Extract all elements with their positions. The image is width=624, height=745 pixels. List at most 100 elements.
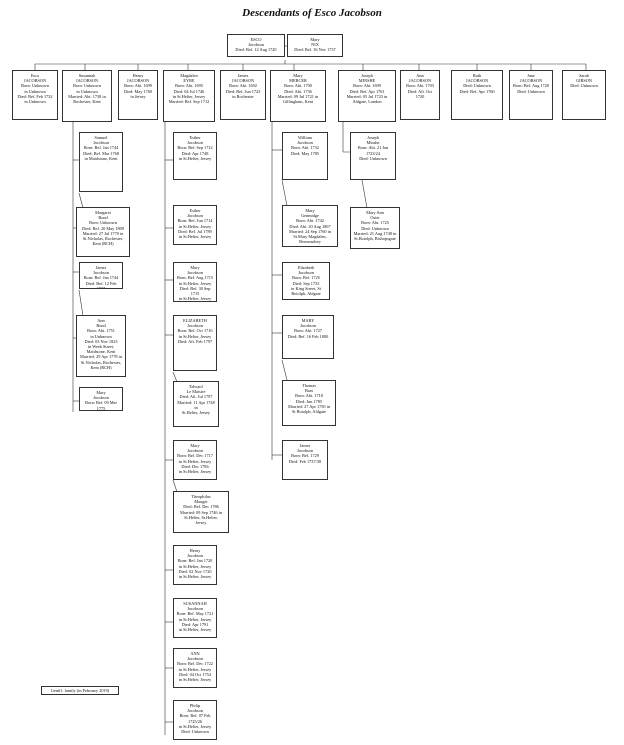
person-details: Born: Bef. Dec 1717 in St.Helier, Jersey… xyxy=(177,453,213,475)
person-name: MARY Jacobson xyxy=(300,318,316,329)
person-name: ANN Jacobson xyxy=(187,651,203,662)
person-details: Born: Bef. Oct 1716 in St.Helier, Jersey… xyxy=(177,328,213,344)
person-details: Born: Abt. 1692 Died: Bef. Jun 1723 in R… xyxy=(225,83,261,99)
person-details: Born: Bef. 1729 Died: Feb 1737/38 xyxy=(288,453,322,464)
person-details: Born: Bef. May 1721 in St.Helier, Jersey… xyxy=(176,611,214,633)
person-name: Mary Jacobson xyxy=(187,265,203,276)
person-name: James JACOBSON xyxy=(231,73,255,84)
person-details: Born: Abt. 1700 Died: Abt. 1736 Married:… xyxy=(277,83,319,105)
person-details: Born: Bef. Jan 1744 Died: Bef. 12 Feb 18… xyxy=(83,275,119,289)
person-name: Mary MERCER xyxy=(289,73,307,84)
person-details: Born: Bef. Aug 1715 in St.Helier, Jersey… xyxy=(176,275,214,302)
person-details: Born: Unknown Died: Bef. 20 May 1809 Mar… xyxy=(82,220,124,247)
person-details: Born: Bef. Jun 1714 in St.Helier, Jersey… xyxy=(177,218,213,240)
person-name: Mary Ann Oster xyxy=(366,210,384,221)
person-name: Sarah GIBSON xyxy=(576,73,592,84)
person-details: Born: Abt. 1751 in Unknown Died: 03 Nov … xyxy=(79,328,122,370)
person-name: Edward Le Maistre xyxy=(186,384,206,395)
person-name: Margaret Bond xyxy=(95,210,111,221)
person-details: Born: Bef. Aug 1720 Died: Unknown xyxy=(512,83,550,94)
person-details: Born: Unknown in Unknown Married: Abt. 1… xyxy=(68,83,106,105)
person-details: Died: Bef. 12 Aug 1720 xyxy=(235,47,277,53)
person-details: Born: Abt. 1727 Died: Bef. 16 Feb 1800 xyxy=(287,328,329,339)
person-name: Jane JACOBSON xyxy=(519,73,543,84)
person-name: SUSANNAH Jacobson xyxy=(183,601,207,612)
person-name: ELIZABETH Jacobson xyxy=(183,318,207,329)
person-name: Henry JACOBSON xyxy=(126,73,150,84)
person-name: Samuel Jacobson xyxy=(93,135,109,146)
person-details: Born: Abt. 1742 Died: Abt. 20 Aug 1807 M… xyxy=(288,218,331,245)
person-name: Henry Jacobson xyxy=(187,548,203,559)
person-name: Ann JACOBSON xyxy=(408,73,432,84)
person-name: Esther Jacobson xyxy=(187,208,203,219)
person-details: Born: Abt. 1732 Died: May 1785 xyxy=(290,145,320,156)
person-name: Theophilus Mauger xyxy=(191,494,211,505)
person-name: Joseph Minshe xyxy=(366,135,380,146)
person-details: Died: Unknown Died: Bef. Apr 1760 xyxy=(459,83,495,94)
person-details: Born: Bef. 09 Mar 1775 Died: Unknown xyxy=(85,400,117,411)
person-name: Mary Jacobson xyxy=(187,443,203,454)
person-details: Born: Bef. Jan 1744 Died: Bef. Mar 1768 … xyxy=(83,145,119,161)
person-details: Died: Aft. Jul 1797 Married: 11 Apr 1748… xyxy=(177,394,215,416)
person-name: Philip Jacobson xyxy=(187,703,203,714)
person-name: Thomas Bass xyxy=(302,383,316,394)
person-details: Born: Abt. 1699 Died: May 1760 in Jersey xyxy=(123,83,153,99)
person-details: Born: Abt. 1695 Died: 04 Jul 1746 in St.… xyxy=(168,83,210,105)
person-name: James Jacobson xyxy=(297,443,313,454)
person-name: James Jacobson xyxy=(93,265,109,276)
person-name: ESCO Jacobson xyxy=(248,37,264,48)
person-name: Susannah JACOBSON xyxy=(75,73,99,84)
person-name: Joseph MINSHE xyxy=(358,73,376,84)
person-name: Ann Bond xyxy=(96,318,106,329)
person-details: Born: Abt. 1725 Died: Unknown Married: 2… xyxy=(353,220,397,242)
person-details: Born: Bef. 07 Feb 1725/26 in St.Helier, … xyxy=(178,713,212,735)
person-name: William Jacobson xyxy=(297,135,313,146)
person-details: Born: Unknown in Unknown Died: Bef. Feb … xyxy=(17,83,53,105)
person-name: Esco JACOBSON xyxy=(23,73,47,84)
person-name: Mary NIX xyxy=(310,37,320,48)
person-details: Died: Unknown xyxy=(570,83,598,89)
person-details: Died: Bef. 16 Nov 1737 xyxy=(294,47,336,53)
page-title: Descendants of Esco Jacobson xyxy=(242,7,382,19)
person-details: Born: Bef. Dec 1722 in St.Helier, Jersey… xyxy=(177,661,213,683)
person-name: Esther Jacobson xyxy=(187,135,203,146)
